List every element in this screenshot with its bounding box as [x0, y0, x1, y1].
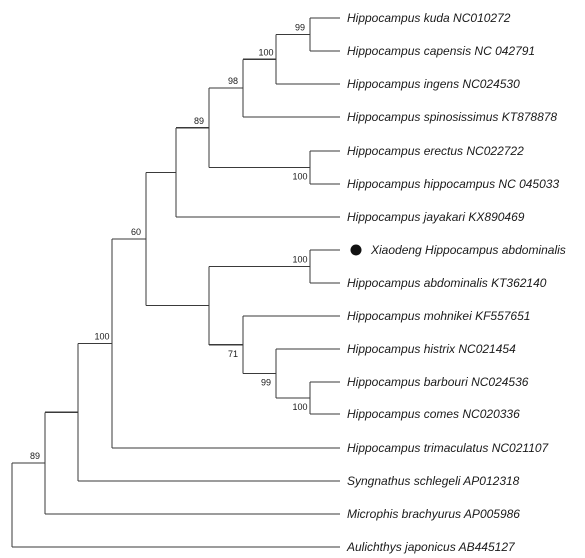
taxon-label-xiaodeng: Xiaodeng Hippocampus abdominalis [370, 243, 566, 257]
taxon-label-trimaculatus: Hippocampus trimaculatus NC021107 [347, 441, 550, 455]
taxon-label-schlegeli: Syngnathus schlegeli AP012318 [347, 474, 520, 488]
taxon-label-spinosissimus: Hippocampus spinosissimus KT878878 [347, 110, 557, 124]
taxon-label-japonicus: Aulichthys japonicus AB445127 [346, 540, 516, 554]
support-value: 100 [292, 402, 307, 412]
taxon-label-histrix: Hippocampus histrix NC021454 [347, 342, 516, 356]
taxon-label-kuda: Hippocampus kuda NC010272 [347, 11, 511, 25]
support-value: 100 [292, 172, 307, 182]
highlight-marker-icon [350, 244, 362, 256]
support-value: 99 [295, 23, 305, 33]
support-value: 89 [30, 451, 40, 461]
support-value: 100 [292, 255, 307, 265]
taxon-label-abdominalis: Hippocampus abdominalis KT362140 [347, 276, 547, 290]
support-value: 60 [131, 227, 141, 237]
taxon-label-brachyurus: Microphis brachyurus AP005986 [347, 507, 520, 521]
support-value: 100 [94, 332, 109, 342]
support-value: 99 [261, 378, 271, 388]
support-value: 98 [228, 76, 238, 86]
taxon-label-ingens: Hippocampus ingens NC024530 [347, 77, 520, 91]
taxon-label-capensis: Hippocampus capensis NC 042791 [347, 44, 535, 58]
support-value: 71 [228, 349, 238, 359]
tree-branches [11, 17, 340, 548]
taxon-label-barbouri: Hippocampus barbouri NC024536 [347, 375, 529, 389]
support-values: 99 100 98 100 89 100 100 99 71 60 100 89 [30, 23, 308, 462]
taxon-label-hippocampus: Hippocampus hippocampus NC 045033 [347, 177, 559, 191]
support-value: 100 [258, 47, 273, 57]
taxon-label-jayakari: Hippocampus jayakari KX890469 [347, 210, 525, 224]
support-value: 89 [194, 116, 204, 126]
taxon-label-mohnikei: Hippocampus mohnikei KF557651 [347, 309, 530, 323]
taxon-label-comes: Hippocampus comes NC020336 [347, 407, 520, 421]
taxon-label-erectus: Hippocampus erectus NC022722 [347, 144, 524, 158]
